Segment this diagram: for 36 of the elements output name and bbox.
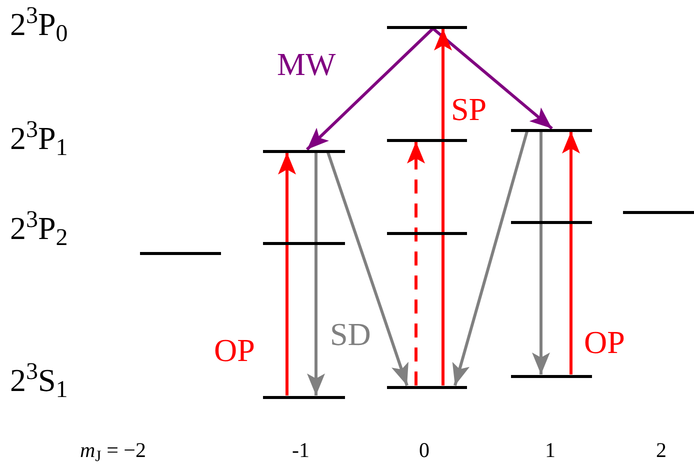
arrow [452,131,528,386]
edge-label: MW [277,48,336,80]
quantum-number-label: 2 [656,440,666,461]
energy-level-bar [263,150,345,152]
arrow [407,142,425,386]
energy-level-bar [387,26,467,28]
arrow [562,132,580,374]
quantum-number-label: 0 [419,440,430,461]
arrow [306,27,434,151]
term-label: 2$^{3}$P$_{0}$ [10,8,68,40]
edge-label: OP [214,334,255,366]
energy-level-bar [263,396,345,398]
energy-level-bar [263,242,345,244]
energy-level-bar [511,374,592,378]
energy-level-bar [387,138,467,142]
energy-level-bar [511,128,592,132]
edge-label: SD [330,318,371,350]
edge-label: SP [451,93,487,125]
energy-level-bar [623,210,694,214]
term-label: 2$^{3}$P$_{1}$ [10,122,68,154]
term-label: 2$^{3}$P$_{2}$ [10,212,68,244]
arrow [532,132,550,374]
energy-level-bar [387,232,467,234]
quantum-number-label: -1 [292,440,310,461]
arrow [326,152,408,386]
arrow [434,28,452,386]
edge-label: OP [584,326,625,358]
energy-level-bar [511,220,592,224]
quantum-number-label: 1 [545,440,556,461]
arrow [278,152,296,396]
arrow [432,27,553,130]
energy-level-bar [387,386,467,388]
term-label: 2$^{3}$S$_{1}$ [10,364,68,396]
arrow [307,152,325,396]
energy-level-bar [140,252,221,254]
quantum-number-label: m$_{J}$ = −2 [80,440,146,461]
